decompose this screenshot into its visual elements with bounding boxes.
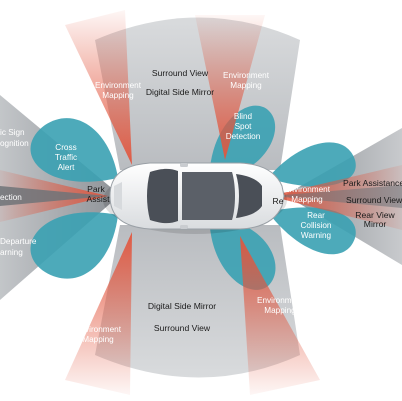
svg-text:Environment: Environment [284, 185, 331, 194]
label-environment-mapping-top-right: Environment Mapping [223, 71, 270, 90]
svg-text:Mapping: Mapping [291, 195, 323, 204]
svg-text:Rear View: Rear View [355, 210, 395, 220]
label-traffic-sign-recognition: ic Sign ognition [0, 128, 29, 148]
svg-text:Alert: Alert [58, 163, 76, 172]
sensor-cone-bottom-left [65, 232, 132, 395]
svg-text:Assist: Assist [87, 194, 111, 204]
label-environment-mapping-bottom-right: Environment Mapping [257, 296, 304, 315]
svg-text:Detection: Detection [226, 132, 261, 141]
svg-text:Collision: Collision [301, 221, 332, 230]
svg-text:Spot: Spot [235, 122, 253, 131]
label-lane-departure-warning: Departure arning [0, 237, 37, 257]
svg-text:Environment: Environment [75, 325, 122, 334]
sensor-cone-bottom-right [240, 236, 320, 395]
label-cross-traffic-alert: Cross Traffic Alert [55, 143, 77, 172]
label-surround-view-bottom: Surround View [154, 323, 211, 333]
svg-text:Environment: Environment [95, 81, 142, 90]
svg-text:Rear: Rear [307, 211, 325, 220]
label-rear-fragment: Re [273, 196, 284, 206]
label-surround-view-top: Surround View [152, 68, 209, 78]
label-blind-spot-detection: Blind Spot Detection [226, 112, 261, 141]
svg-text:Re: Re [273, 196, 284, 206]
label-environment-mapping-right: Environment Mapping [284, 185, 331, 204]
svg-text:Mirror: Mirror [364, 219, 387, 229]
dark-band-rear [272, 185, 402, 208]
svg-text:arning: arning [0, 248, 23, 257]
dark-band-front [0, 186, 108, 206]
sensor-cone-top-left [65, 10, 132, 165]
radar-lobe-front-right [30, 212, 118, 279]
label-rear-collision-warning: Rear Collision Warning [301, 211, 332, 240]
label-surround-view-right: Surround View [346, 195, 402, 205]
svg-text:Environment: Environment [257, 296, 304, 305]
svg-text:ognition: ognition [0, 139, 29, 148]
label-environment-mapping-bottom-left: Environment Mapping [75, 325, 122, 344]
radar-lobe-blind-spot [210, 105, 276, 172]
radar-lobe-rear-right-bottom [268, 207, 356, 255]
label-environment-mapping-top-left: Environment Mapping [95, 81, 142, 100]
svg-text:Environment: Environment [223, 71, 270, 80]
svg-text:Cross: Cross [55, 143, 76, 152]
svg-text:Digital Side Mirror: Digital Side Mirror [146, 87, 214, 97]
svg-text:ection: ection [0, 193, 22, 202]
sensor-cone-top-right [195, 15, 265, 160]
radar-lobe-front-left [30, 118, 118, 182]
svg-text:Surround View: Surround View [154, 323, 211, 333]
svg-text:Surround View: Surround View [346, 195, 402, 205]
svg-text:Park Assistance: Park Assistance [343, 178, 402, 188]
label-rear-view-mirror: Rear View Mirror [355, 210, 395, 229]
car-top-view-icon [103, 162, 287, 234]
label-park-assistance: Park Assistance [343, 178, 402, 188]
label-park-assist: Park Assist [87, 184, 111, 204]
svg-text:Mapping: Mapping [82, 335, 114, 344]
label-detection-left: ection [0, 193, 22, 202]
svg-text:Mapping: Mapping [264, 306, 296, 315]
svg-text:Warning: Warning [301, 231, 332, 240]
radar-lobe-rear-right-top [268, 142, 356, 187]
svg-text:Digital Side Mirror: Digital Side Mirror [148, 301, 216, 311]
svg-text:Traffic: Traffic [55, 153, 77, 162]
svg-text:Mapping: Mapping [230, 81, 262, 90]
label-digital-side-mirror-top: Digital Side Mirror [146, 87, 214, 97]
svg-text:ic Sign: ic Sign [0, 128, 25, 137]
svg-text:Blind: Blind [234, 112, 253, 121]
label-digital-side-mirror-bottom: Digital Side Mirror [148, 301, 216, 311]
svg-text:Surround View: Surround View [152, 68, 209, 78]
svg-text:Park: Park [87, 184, 105, 194]
svg-text:Departure: Departure [0, 237, 37, 246]
svg-text:Mapping: Mapping [102, 91, 134, 100]
